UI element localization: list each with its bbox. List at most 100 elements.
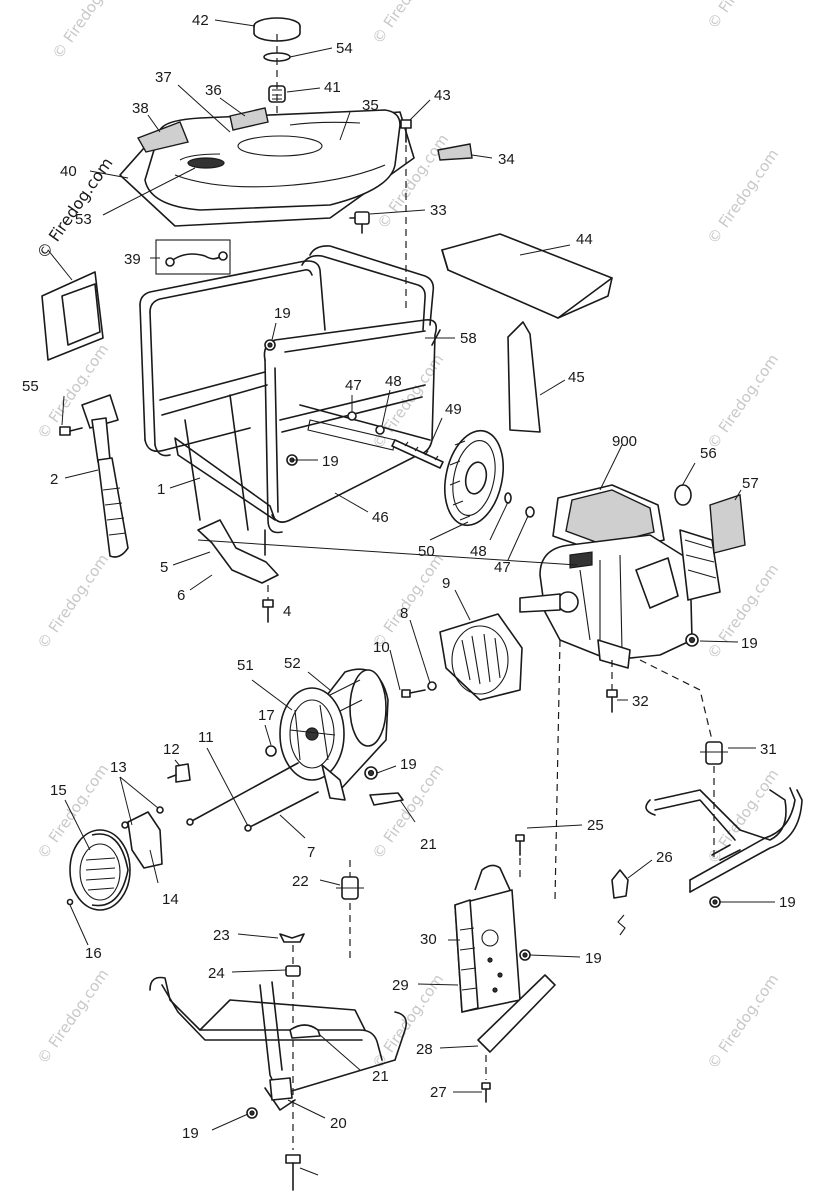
engine-plug [674,484,692,506]
callout-900: 900 [612,433,637,450]
callout-5: 5 [160,559,168,576]
callout-12: 12 [163,741,180,758]
wing-nut [279,933,305,943]
muffler [454,899,503,1013]
bracket-spacer [269,1077,293,1101]
callout-24: 24 [208,965,225,982]
callout-1: 1 [157,481,165,498]
axle-bolt [391,439,444,469]
engine-decal [709,494,746,554]
frame-nut [264,339,276,351]
callout-47: 47 [494,559,511,576]
callout-16: 16 [85,945,102,962]
callout-25: 25 [587,817,604,834]
foot-bolt [285,1154,301,1191]
handle-screw [59,426,83,436]
wheel-washer [504,492,512,504]
callout-36: 36 [205,82,222,99]
callout-51: 51 [237,657,254,674]
assembly-line [639,659,713,741]
cover-screw [66,898,74,906]
fuel-line-kit-box [155,239,231,275]
watermark-text: © Firedog.com [49,0,128,62]
callout-22: 22 [292,873,309,890]
callout-37: 37 [155,69,172,86]
tank-decal [437,143,473,161]
callout-48: 48 [385,373,402,390]
callout-58: 58 [460,330,477,347]
callout-49: 49 [445,401,462,418]
stator-washer [427,681,437,691]
watermark-text: © Firedog.com [34,551,113,653]
callout-13: 13 [110,759,127,776]
callout-23: 23 [213,927,230,944]
watermark-text: © Firedog.com [704,0,783,32]
engine-nut [685,633,699,647]
foot-bracket [197,519,279,584]
muffler-bracket [477,974,556,1053]
handle-grip [97,457,129,558]
callout-30: 30 [420,931,437,948]
callout-48: 48 [470,543,487,560]
watermark-text: © Firedog.com [704,971,783,1073]
battery-tray [441,233,613,319]
callout-45: 45 [568,369,585,386]
callout-17: 17 [258,707,275,724]
watermark-text: © Firedog.com [369,551,448,653]
wheel-nut [525,506,535,518]
ground-strap [369,792,404,806]
break-mark [617,914,626,936]
muffler-nut [519,949,531,961]
callout-20: 20 [330,1115,347,1132]
callout-56: 56 [700,445,717,462]
callout-33: 33 [430,202,447,219]
bearing-washer [265,745,277,757]
callout-28: 28 [416,1041,433,1058]
callout-43: 43 [434,87,451,104]
callout-53: 53 [75,211,92,228]
rotor-bolt [401,689,426,698]
fuel-label [229,107,269,131]
wheel [444,429,504,527]
spark-arrestor [611,869,629,899]
spacer [285,965,301,977]
engine-bolt [606,689,618,713]
callout-19: 19 [779,894,796,911]
callout-4: 4 [283,603,291,620]
battery-cover [507,321,541,433]
callout-54: 54 [336,40,353,57]
callout-19: 19 [182,1125,199,1142]
callout-19: 19 [741,635,758,652]
callout-40: 40 [60,163,77,180]
leader-lines [47,19,775,1176]
callout-labels: 42 54 41 37 36 38 35 43 40 34 53 33 39 4… [22,12,796,1142]
callout-35: 35 [362,97,379,114]
rear-support [645,787,803,893]
callout-8: 8 [400,605,408,622]
watermark-text: © Firedog.com [704,351,783,453]
callout-55: 55 [22,378,39,395]
callout-52: 52 [284,655,301,672]
clamp [289,1024,321,1039]
watermark-text: © Firedog.com [369,0,448,47]
callout-19: 19 [585,950,602,967]
vibration-mount [336,876,364,900]
callout-26: 26 [656,849,673,866]
fuel-cap [253,17,301,42]
callout-50: 50 [418,543,435,560]
through-bolt [186,762,299,826]
callout-47: 47 [345,377,362,394]
callout-14: 14 [162,891,179,908]
brush-holder [167,763,191,783]
assembly-line [554,639,561,901]
isolator-mount [700,741,728,765]
callout-21: 21 [372,1068,389,1085]
callout-15: 15 [50,782,67,799]
rear-nut [709,896,721,908]
engine [519,484,721,669]
tank-mount-bolt [400,119,412,143]
end-cover-plate [127,811,163,869]
muffler-screw [515,834,525,856]
handle-bracket [81,394,119,463]
